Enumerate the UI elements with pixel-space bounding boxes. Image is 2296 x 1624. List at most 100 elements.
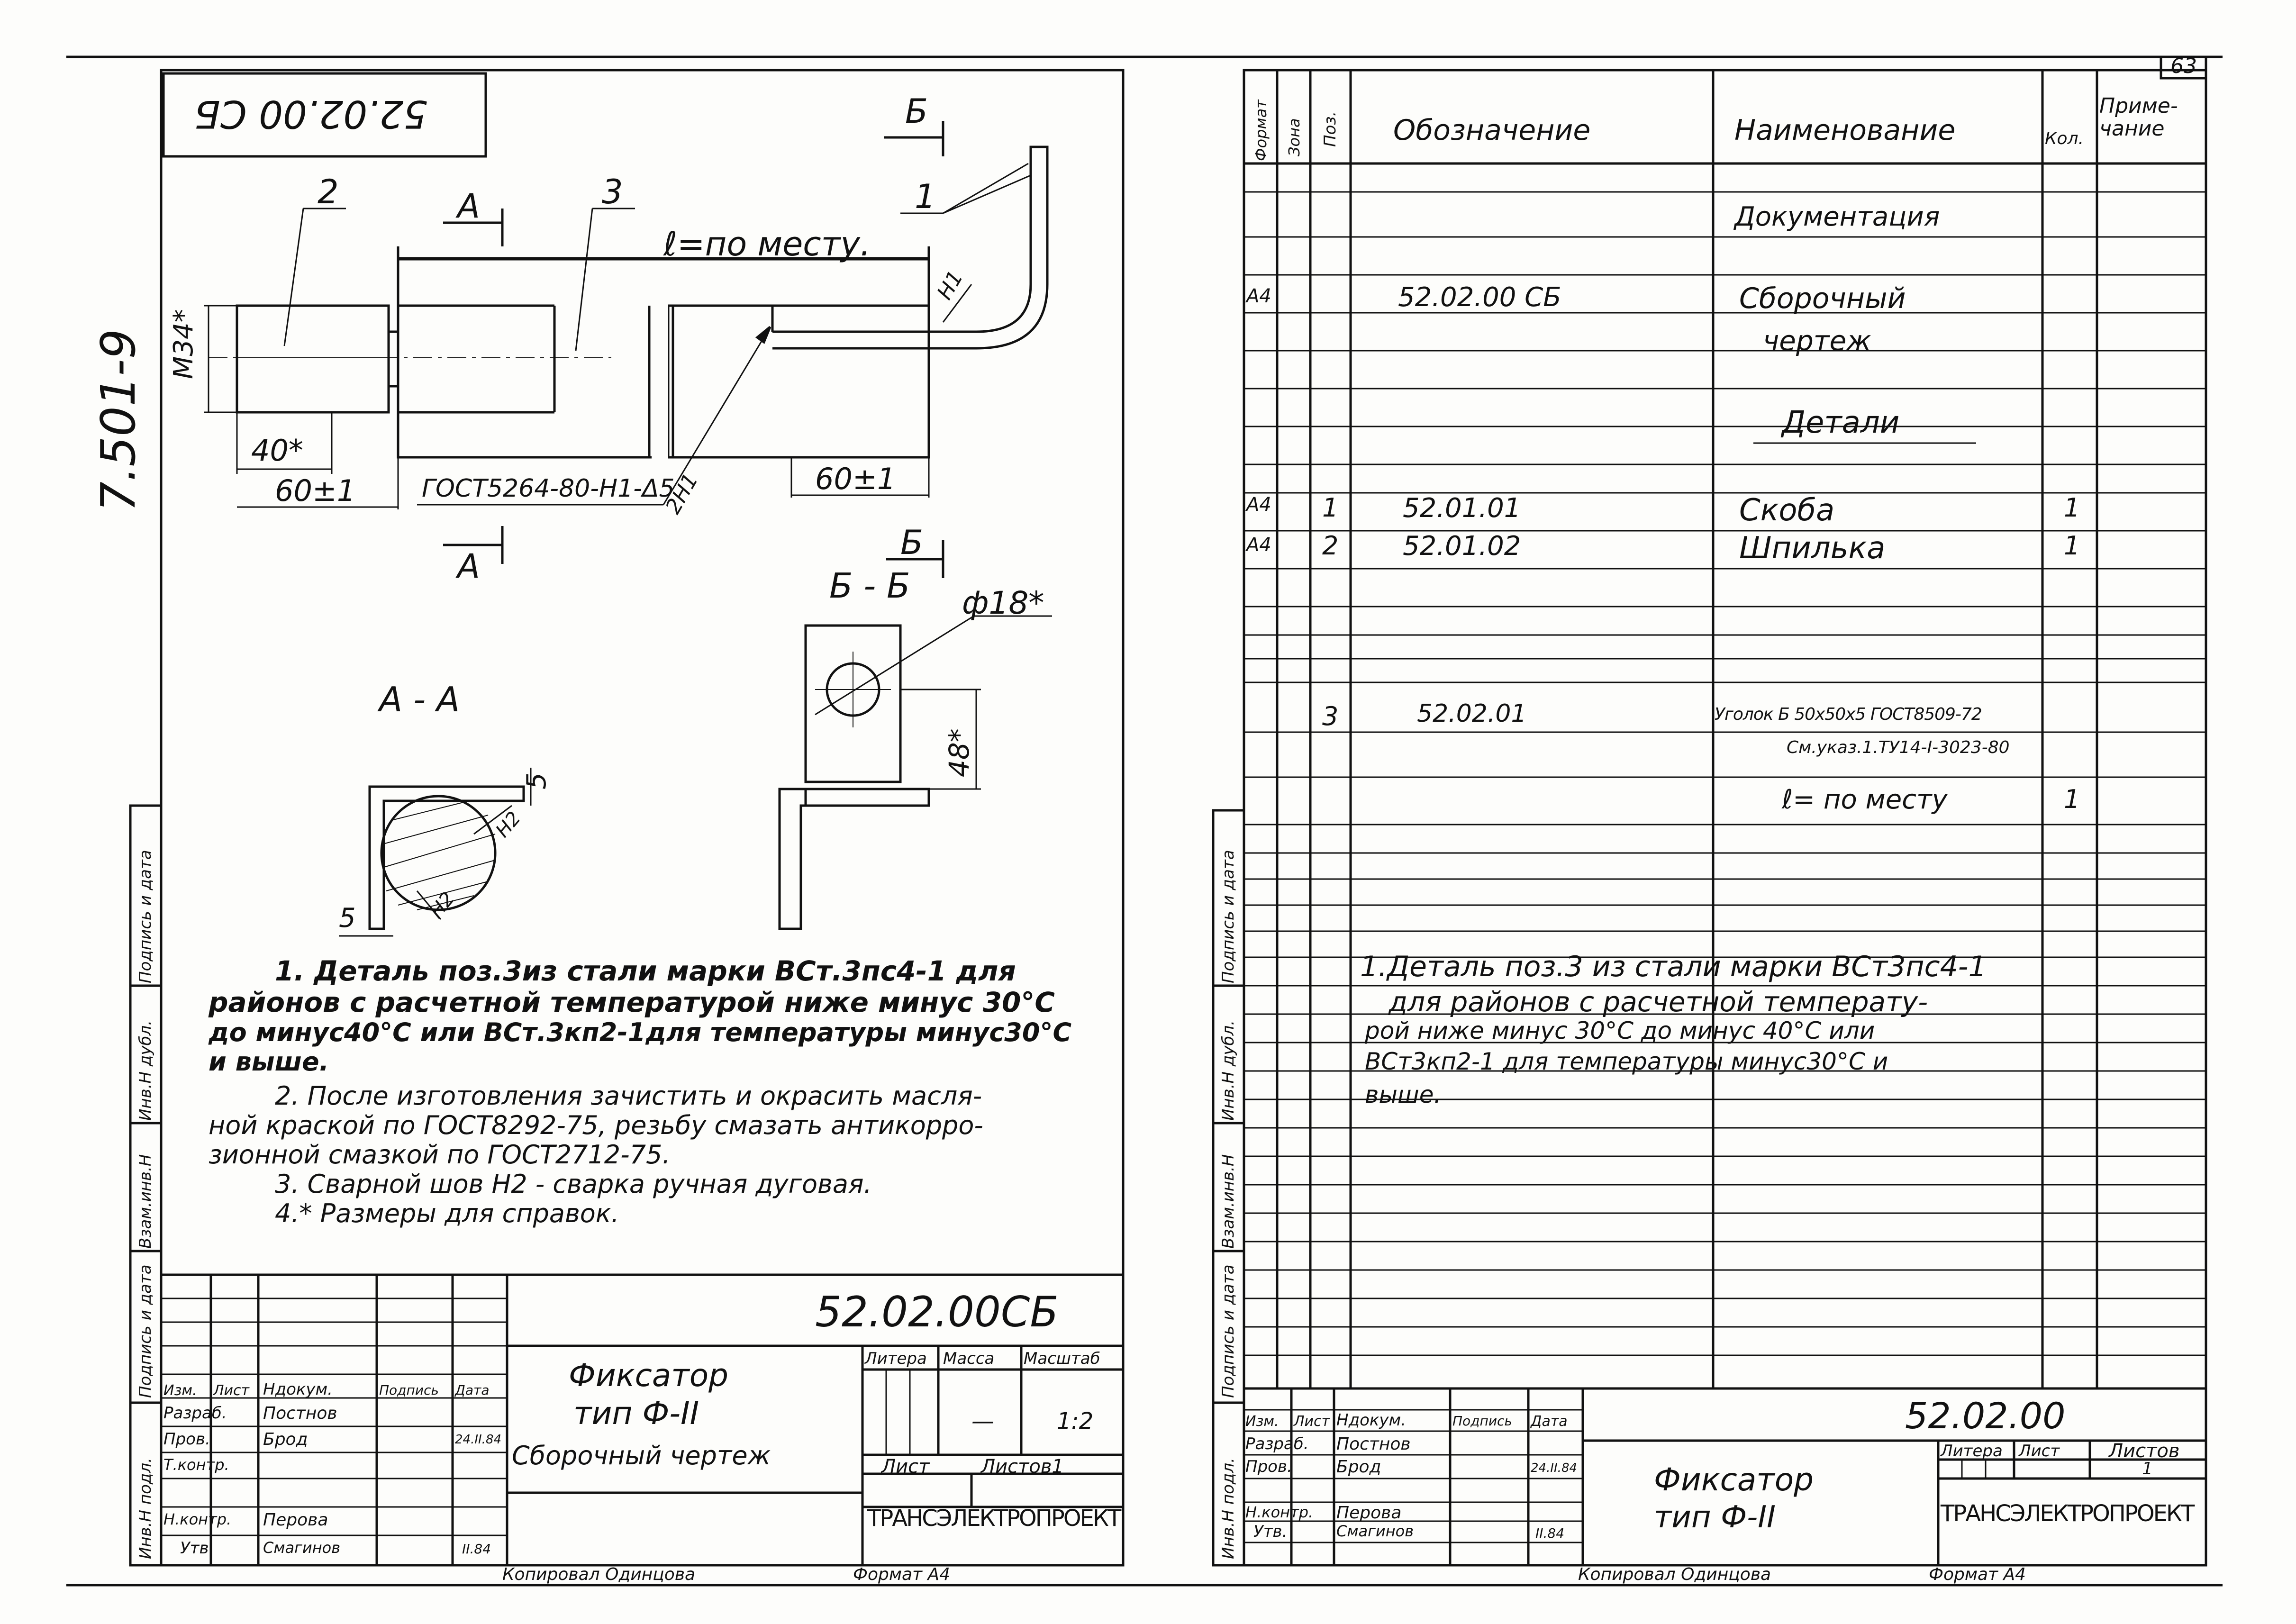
- note-line: и выше.: [209, 1047, 329, 1077]
- note-line: 2. После изготовления зачистить и окраси…: [275, 1081, 982, 1111]
- right-col-date: Дата: [1531, 1413, 1568, 1430]
- spec-row-name-cont: См.указ.1.ТУ14-I-3023-80: [1787, 738, 2010, 757]
- right-col-sign: Подпись: [1452, 1413, 1512, 1429]
- hdr-name: Наименование: [1734, 114, 1956, 147]
- left-title-code: 52.02.00СБ: [815, 1288, 1059, 1336]
- left-listov-label: Листов1: [981, 1456, 1064, 1478]
- note-line: 4.* Размеры для справок.: [275, 1198, 619, 1228]
- left-col-date: Дата: [455, 1382, 490, 1398]
- right-col-doc: Ндокум.: [1336, 1411, 1406, 1430]
- note-line: зионной смазкой по ГОСТ2712-75.: [209, 1140, 671, 1170]
- right-col-list: Лист: [1294, 1413, 1330, 1430]
- spec-row-designation: 52.02.00 СБ: [1398, 282, 1561, 313]
- length-note: ℓ=по месту.: [663, 225, 871, 263]
- left-name-5: Смагинов: [263, 1539, 341, 1557]
- right-name-4: Смагинов: [1336, 1522, 1414, 1540]
- note-line: ной краской по ГОСТ8292-75, резьбу смаза…: [209, 1110, 983, 1140]
- leader-2-label: 2: [318, 172, 339, 211]
- side-label-sign-date-2: Подпись и дата: [1219, 850, 1238, 983]
- spec-row-format: А4: [1246, 494, 1271, 516]
- dim-60-right: 60±1: [815, 462, 896, 496]
- right-title-code: 52.02.00: [1905, 1395, 2066, 1437]
- left-date-1: 24.II.84: [455, 1433, 502, 1447]
- spec-row-name: Скоба: [1739, 493, 1835, 528]
- view-b-marker: Б: [905, 92, 928, 131]
- side-label-inv-podl: Инв.Н подл.: [136, 1458, 155, 1559]
- side-label-sign-date-2: Подпись и дата: [136, 850, 155, 983]
- spec-row-format: А4: [1246, 534, 1271, 556]
- left-col-sign: Подпись: [379, 1382, 439, 1398]
- spec-row-name: Сборочный: [1739, 282, 1906, 315]
- left-role-2: Т.контр.: [163, 1456, 229, 1474]
- spec-row-designation: 52.01.02: [1403, 531, 1521, 562]
- left-copied: Копировал Одинцова: [502, 1565, 696, 1584]
- side-label-inv-dubl: Инв.Н дубл.: [1219, 1020, 1238, 1121]
- spec-row-pos: 1: [1322, 493, 1339, 523]
- right-role-3: Н.контр.: [1245, 1503, 1314, 1521]
- right-role-1: Пров.: [1245, 1457, 1292, 1476]
- right-hdr-litera: Литера: [1941, 1442, 2003, 1461]
- dim-5-left: 5: [339, 903, 356, 934]
- dim-5-top: 5: [521, 772, 552, 789]
- left-name-0: Постнов: [263, 1404, 337, 1423]
- right-date-4: II.84: [1535, 1525, 1565, 1541]
- right-role-0: Разраб.: [1245, 1434, 1309, 1453]
- left-name-4: Перова: [263, 1510, 328, 1530]
- assembly-notes: 1. Деталь поз.3из стали марки ВСт.3пс4-1…: [209, 957, 1071, 1226]
- dim-60-left: 60±1: [275, 473, 356, 508]
- left-scale-value: 1:2: [1057, 1408, 1094, 1434]
- left-date-5: II.84: [462, 1541, 491, 1557]
- left-col-izm: Изм.: [163, 1382, 197, 1399]
- dim-phi18: ф18*: [962, 585, 1044, 621]
- left-hdr-masshtab: Масштаб: [1024, 1349, 1100, 1368]
- right-org: ТРАНСЭЛЕКТРОПРОЕКТ: [1941, 1500, 2195, 1527]
- side-label-inv-podl: Инв.Н подл.: [1219, 1458, 1238, 1559]
- spec-row-name-cont: чертеж: [1763, 325, 1871, 357]
- spec-row-designation: 52.02.01: [1417, 699, 1527, 728]
- hdr-designation: Обозначение: [1393, 114, 1591, 147]
- leader-1-label: 1: [915, 177, 936, 216]
- dim-40: 40*: [251, 433, 303, 468]
- side-code: 7.501-9: [91, 329, 146, 512]
- side-label-vzam: Взам.инв.Н: [1219, 1154, 1238, 1249]
- spec-row-qty: 1: [2064, 531, 2080, 561]
- right-title-name-1: Фиксатор: [1654, 1461, 1814, 1498]
- left-format: Формат А4: [853, 1565, 951, 1584]
- right-name-3: Перова: [1336, 1503, 1402, 1523]
- spec-section-documentation: Документация: [1734, 201, 1940, 232]
- view-b-marker-bottom: Б: [900, 523, 924, 562]
- left-hdr-litera: Литера: [865, 1349, 927, 1368]
- page-number: 63: [2170, 54, 2197, 78]
- left-org: ТРАНСЭЛЕКТРОПРОЕКТ: [867, 1505, 1121, 1532]
- spec-row-qty: 1: [2064, 493, 2080, 523]
- side-label-sign-date: Подпись и дата: [1219, 1264, 1238, 1398]
- spec-row-designation: 52.01.01: [1403, 493, 1521, 524]
- hdr-pos: Поз.: [1321, 111, 1340, 147]
- section-aa-title: А - А: [379, 680, 460, 719]
- spec-row-pos: 2: [1322, 531, 1339, 561]
- top-code-rotated: 52.02.00 СБ: [194, 92, 428, 136]
- spec-row-name: Уголок Б 50х50х5 ГОСТ8509-72: [1715, 705, 1982, 724]
- weld-gost: ГОСТ5264-80-Н1-Δ5: [422, 474, 675, 503]
- dim-m34: М34*: [168, 309, 199, 379]
- right-copied: Копировал Одинцова: [1578, 1565, 1771, 1584]
- spec-row-name: Шпилька: [1739, 531, 1886, 566]
- right-role-4: Утв.: [1253, 1522, 1288, 1541]
- left-title-name-3: Сборочный чертеж: [512, 1441, 771, 1470]
- side-label-inv-dubl: Инв.Н дубл.: [136, 1020, 155, 1121]
- side-label-vzam: Взам.инв.Н: [136, 1154, 155, 1249]
- side-label-sign-date: Подпись и дата: [136, 1264, 155, 1398]
- right-date-1: 24.II.84: [1531, 1461, 1578, 1475]
- left-col-doc: Ндокум.: [263, 1380, 333, 1399]
- spec-row-format: А4: [1246, 285, 1271, 307]
- right-format: Формат А4: [1929, 1565, 2026, 1584]
- hdr-qty: Кол.: [2045, 129, 2084, 148]
- note-line: до минус40°С или ВСт.3кп2-1для температу…: [209, 1017, 1072, 1047]
- hdr-format: Формат: [1252, 100, 1270, 161]
- spec-row-pos: 3: [1322, 701, 1339, 731]
- spec-row-name: ℓ= по месту: [1782, 784, 1948, 815]
- spec-note-line: рой ниже минус 30°С до минус 40°С или: [1365, 1017, 1875, 1044]
- section-bb-title: Б - Б: [829, 566, 910, 606]
- spec-section-details: Детали: [1782, 405, 1900, 440]
- hdr-note: Приме-чание: [2099, 94, 2178, 141]
